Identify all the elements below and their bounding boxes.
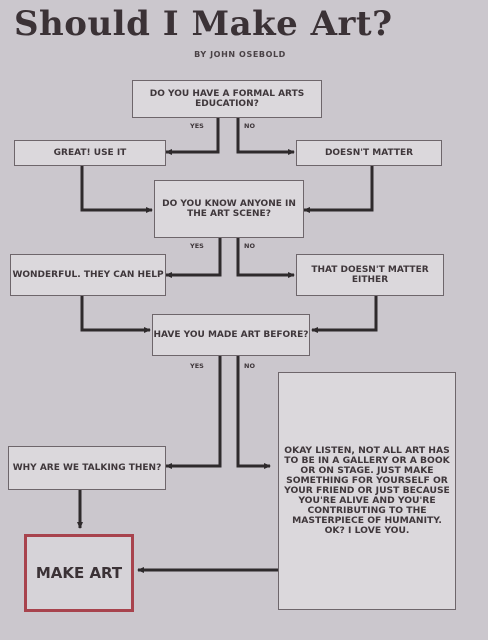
answer-doesnt-matter: DOESN'T MATTER [296,140,442,166]
connector-q3-no [236,356,271,469]
yes-label-q1: YES [190,122,204,130]
answer-okay-listen: OKAY LISTEN, NOT ALL ART HAS TO BE IN A … [278,372,456,610]
connector-q2no-q3 [311,296,378,333]
connector-q2-yes [165,238,222,278]
byline: BY JOHN OSEBOLD [194,50,286,59]
connector-q1-no [236,118,295,155]
connector-q1yes-q2 [80,166,153,213]
connector-q2-no [236,238,295,278]
yes-label-q2: YES [190,242,204,250]
answer-why-are-we-talking: WHY ARE WE TALKING THEN? [8,446,166,490]
no-label-q3: NO [244,362,255,370]
connector-q2yes-q3 [80,296,151,333]
no-label-q1: NO [244,122,255,130]
answer-that-doesnt-matter-either: THAT DOESN'T MATTER EITHER [296,254,444,296]
answer-wonderful-they-can-help: WONDERFUL. THEY CAN HELP [10,254,166,296]
no-label-q2: NO [244,242,255,250]
yes-label-q3: YES [190,362,204,370]
question-formal-education: DO YOU HAVE A FORMAL ARTS EDUCATION? [132,80,322,118]
connector-q1no-q2 [303,166,374,213]
answer-great-use-it: GREAT! USE IT [14,140,166,166]
question-made-art-before: HAVE YOU MADE ART BEFORE? [152,314,310,356]
final-make-art: MAKE ART [24,534,134,612]
connector-q3-yes [165,356,222,469]
page-title: Should I Make Art? [14,4,393,44]
question-know-art-scene: DO YOU KNOW ANYONE IN THE ART SCENE? [154,180,304,238]
connector-q1-yes [165,118,220,155]
